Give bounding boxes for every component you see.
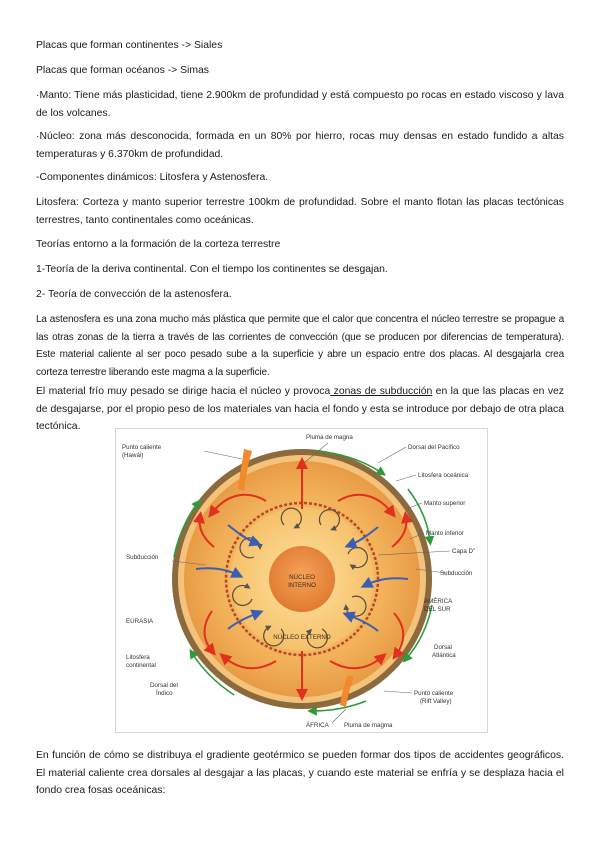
label-nucleo-externo: NÚCLEO EXTERNO bbox=[273, 634, 331, 641]
text-frio-a: El material frío muy pesado se dirige ha… bbox=[36, 386, 331, 397]
text-frio-b: en la que las placas en vez de desgajars… bbox=[36, 386, 565, 433]
paragraph-nucleo: ·Núcleo: zona más desconocida, formada e… bbox=[36, 131, 564, 160]
line-simas: Placas que forman océanos -> Simas bbox=[36, 65, 209, 76]
label-dorsal-atlantica-1: Dorsal bbox=[434, 644, 452, 651]
label-pluma-top: Pluma de magna bbox=[306, 434, 353, 441]
label-punto-caliente-2: Punto caliente bbox=[414, 690, 454, 697]
hot-currents bbox=[193, 457, 413, 701]
label-litosfera-cont-1: Litosfera bbox=[126, 654, 150, 661]
line-teoria-1: 1-Teoría de la deriva continental. Con e… bbox=[36, 264, 388, 275]
plume-bottom bbox=[340, 675, 354, 707]
inner-core bbox=[269, 546, 335, 612]
line-teoria-2: 2- Teoría de convección de la astenosfer… bbox=[36, 289, 232, 300]
label-nucleo-interno-1: NÚCLEO bbox=[289, 574, 315, 581]
label-capa-d: Capa D" bbox=[452, 548, 475, 555]
label-america-2: DEL SUR bbox=[424, 606, 451, 613]
label-manto-superior: Manto superior bbox=[424, 500, 465, 507]
label-litosfera-cont-2: continental bbox=[126, 662, 156, 669]
label-subduccion-left: Subducción bbox=[126, 554, 159, 561]
line-siales: Placas que forman continentes -> Siales bbox=[36, 40, 223, 51]
label-america-1: AMÉRICA bbox=[424, 598, 453, 605]
plate-motion-arrows bbox=[173, 450, 435, 716]
label-africa: ÁFRICA bbox=[306, 722, 330, 729]
paragraph-litosfera: Litosfera: Corteza y manto superior terr… bbox=[36, 197, 564, 226]
label-litosfera-oceanica: Litosfera oceánica bbox=[418, 472, 469, 479]
paragraph-astenosfera: La astenosfera es una zona mucho más plá… bbox=[36, 314, 564, 378]
label-rift-valley: (Rift Valley) bbox=[420, 698, 452, 705]
label-dorsal-atlantica-2: Atlántica bbox=[432, 652, 456, 659]
label-dorsal-indico-1: Dorsal del bbox=[150, 682, 178, 689]
paragraph-gradiente: En función de cómo se distribuya el grad… bbox=[36, 750, 564, 797]
label-eurasia: EURASIA bbox=[126, 618, 154, 625]
label-dorsal-pacifico: Dorsal del Pacífico bbox=[408, 444, 460, 451]
label-nucleo-interno-2: INTERNO bbox=[288, 582, 316, 589]
label-pluma-bottom: Pluma de magma bbox=[344, 722, 393, 729]
cold-currents bbox=[195, 524, 409, 632]
earth-convection-diagram: Pluma de magna Punto caliente (Hawái) Do… bbox=[115, 428, 488, 733]
paragraph-manto: ·Manto: Tiene más plasticidad, tiene 2.9… bbox=[36, 90, 564, 119]
label-punto-caliente: Punto caliente bbox=[122, 444, 162, 451]
leader-lines bbox=[171, 442, 451, 724]
line-componentes: -Componentes dinámicos: Litosfera y Aste… bbox=[36, 172, 269, 183]
outer-core-swirls bbox=[232, 507, 368, 649]
paragraph-material-frio: El material frío muy pesado se dirige ha… bbox=[36, 383, 564, 436]
label-dorsal-indico-2: Índico bbox=[156, 690, 173, 697]
line-teorias: Teorías entorno a la formación de la cor… bbox=[36, 239, 281, 250]
label-hawai: (Hawái) bbox=[122, 452, 143, 459]
label-subduccion-right: Subducción bbox=[440, 570, 473, 577]
plume-hawaii bbox=[238, 449, 252, 491]
earth-diagram-svg: Pluma de magna Punto caliente (Hawái) Do… bbox=[122, 434, 475, 729]
label-manto-inferior: Manto inferior bbox=[426, 530, 464, 537]
text-zonas-subduccion: zonas de subducción bbox=[330, 386, 433, 397]
